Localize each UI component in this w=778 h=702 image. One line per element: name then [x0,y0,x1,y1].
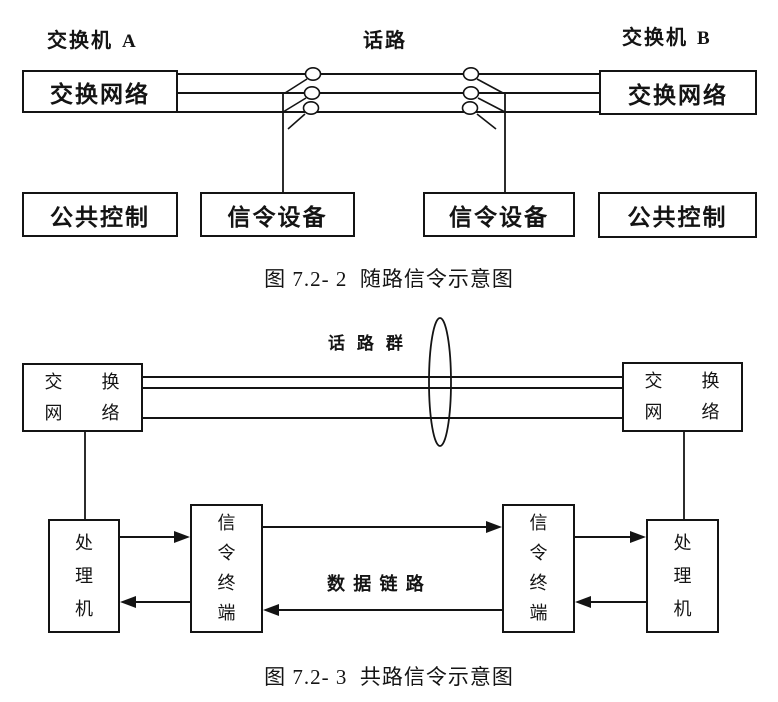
switch-contact-icon [302,101,320,116]
figure2-caption: 图 7.2- 3 共路信令示意图 [264,665,514,689]
arrow-terminal-to-processor-right [575,531,646,543]
fig2-switching-network-left-box: 交 换 网 络 [22,363,143,432]
processor-right-text: 处理机 [673,532,692,620]
fig2-processor-right-box: 处理机 [646,519,719,633]
switch-b-id: B [696,28,712,49]
terminal-left-text: 信令终端 [217,512,236,624]
fig2-signaling-terminal-right-box: 信令终端 [502,504,575,633]
network-left-line2: 网 络 [44,402,121,424]
arrow-processor-to-terminal-left [120,531,190,543]
fig1-switch-contacts-right [461,67,506,130]
fig1-switch-contacts-left [282,67,322,130]
fig2-signaling-terminal-left-box: 信令终端 [190,504,263,633]
arrow-processor-to-terminal-right [575,596,646,608]
fig1-signaling-equipment-right-box: 信令设备 [423,192,575,237]
figure1-caption: 图 7.2- 2 随路信令示意图 [264,267,514,291]
switch-a-id: A [121,31,138,52]
switch-contact-icon [462,86,480,101]
fig2-processor-left-box: 处理机 [48,519,120,633]
switch-contact-icon [303,86,321,101]
fig1-signaling-equipment-left-box: 信令设备 [200,192,355,237]
switch-b-title: 交换机 B [622,21,712,50]
fig1-switching-network-right-box: 交换网络 [599,70,757,115]
fig1-common-control-right-box: 公共控制 [598,192,757,238]
trunk-group-ellipse-icon [428,317,452,447]
arrow-data-link-backward [263,604,502,616]
fig2-switching-network-right-box: 交 换 网 络 [622,362,743,432]
network-right-line2: 网 络 [644,402,721,423]
trunk-group-label: 话 路 群 [328,334,406,354]
processor-left-text: 处理机 [75,532,93,620]
data-link-label: 数 据 链 路 [327,574,425,595]
network-left-line1: 交 换 [44,371,121,393]
fig1-speech-lines [178,73,599,113]
terminal-right-text: 信令终端 [529,512,548,624]
switch-b-text: 交换机 [622,25,697,49]
fig2-trunk-lines [143,376,622,419]
arrow-data-link-forward [263,521,502,533]
fig1-switching-network-left-box: 交换网络 [22,70,178,113]
network-right-line1: 交 换 [644,371,721,392]
speech-path-label: 话路 [363,28,407,52]
switch-a-text: 交换机 [47,28,122,52]
switch-contact-icon [304,67,322,82]
switch-contact-icon [462,67,480,82]
arrow-terminal-to-processor-left [120,596,190,608]
switch-a-title: 交换机 A [47,24,138,53]
switch-contact-icon [461,101,479,116]
fig1-common-control-left-box: 公共控制 [22,192,178,237]
